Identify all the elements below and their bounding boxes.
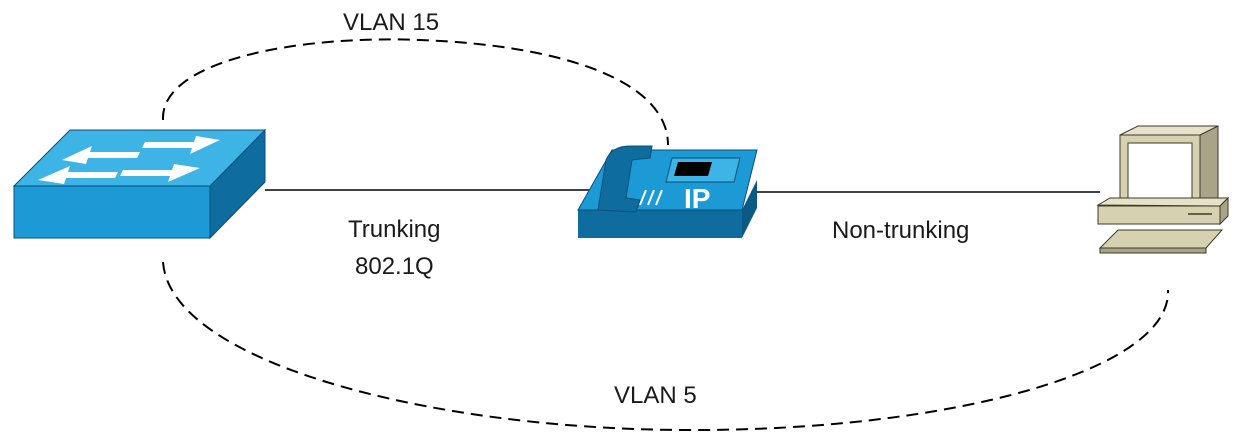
vlan-15-label: VLAN 15 [343, 9, 440, 36]
vlan-5-label: VLAN 5 [614, 382, 697, 409]
trunking-label: Trunking [348, 216, 441, 243]
encapsulation-label: 802.1Q [355, 253, 434, 280]
desktop-pc-icon [1096, 125, 1230, 254]
vlan-15-path [161, 38, 669, 146]
ip-phone-icon: IP [577, 145, 758, 238]
non-trunking-label: Non-trunking [832, 217, 970, 244]
switch-icon [12, 128, 267, 240]
vlan-5-path [162, 261, 1170, 432]
ip-phone-label: IP [684, 183, 710, 214]
